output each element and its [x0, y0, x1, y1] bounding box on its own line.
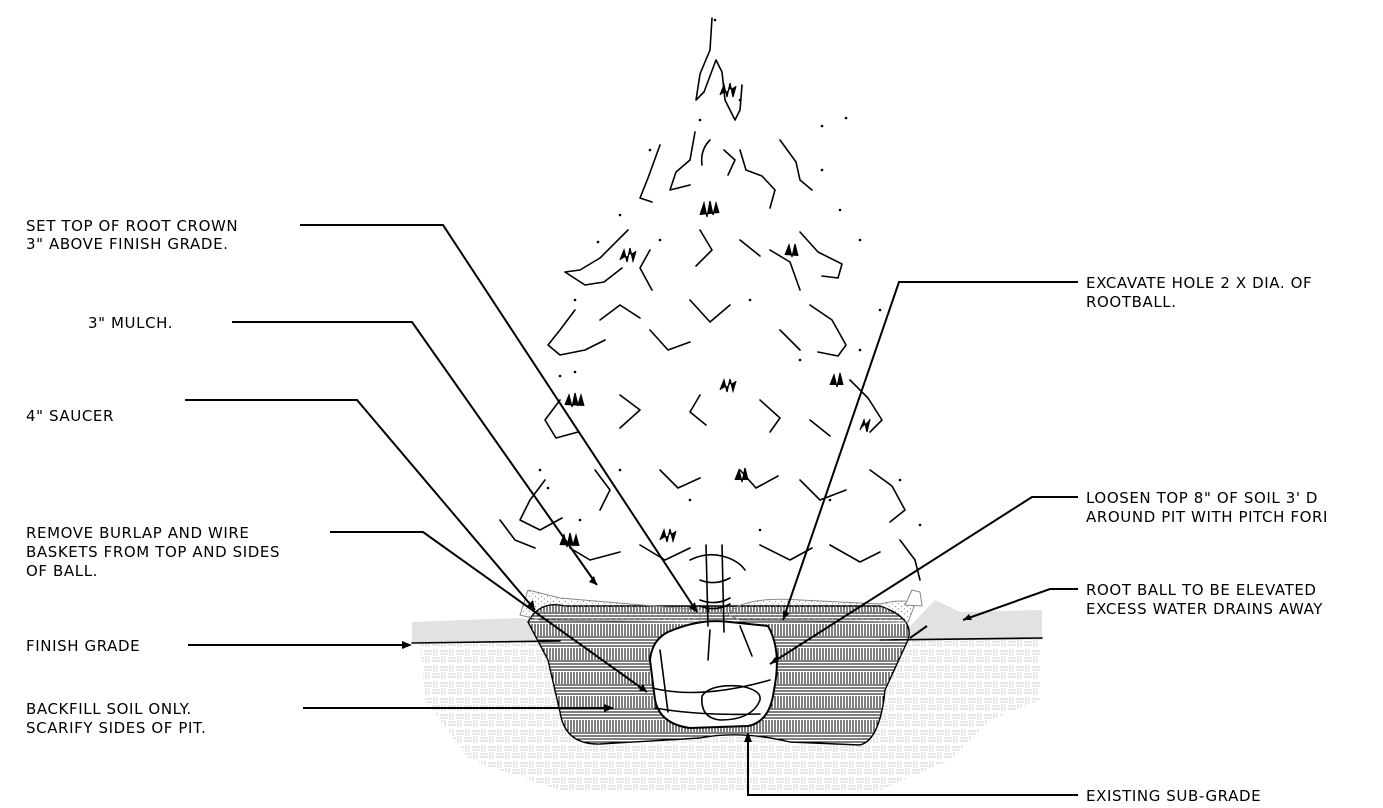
label-finish-grade: FINISH GRADE	[26, 637, 140, 655]
label-loosen: LOOSEN TOP 8" OF SOIL 3' D AROUND PIT WI…	[1086, 489, 1328, 526]
label-subgrade: EXISTING SUB-GRADE	[1086, 787, 1261, 805]
mulch-saucer-right	[727, 598, 916, 623]
root-ball	[648, 620, 778, 730]
finish-grade-line	[411, 637, 1043, 644]
label-backfill: BACKFILL SOIL ONLY. SCARIFY SIDES OF PIT…	[26, 700, 206, 737]
label-root-crown: SET TOP OF ROOT CROWN 3" ABOVE FINISH GR…	[26, 217, 244, 253]
leader-lines	[185, 224, 698, 712]
evergreen-tree	[499, 17, 922, 581]
label-saucer: 4" SAUCER	[26, 407, 114, 425]
leader-lines-right	[744, 281, 1078, 796]
label-burlap: REMOVE BURLAP AND WIRE BASKETS FROM TOP …	[26, 524, 285, 580]
saucer-berm-right	[904, 589, 923, 607]
mulch-saucer-left	[519, 589, 701, 623]
label-excavate: EXCAVATE HOLE 2 X DIA. OF ROOTBALL.	[1086, 274, 1318, 311]
label-elevated: ROOT BALL TO BE ELEVATED EXCESS WATER DR…	[1086, 581, 1323, 618]
label-mulch: 3" MULCH.	[88, 314, 173, 332]
arrowhead	[689, 602, 697, 612]
trunk	[689, 544, 746, 633]
